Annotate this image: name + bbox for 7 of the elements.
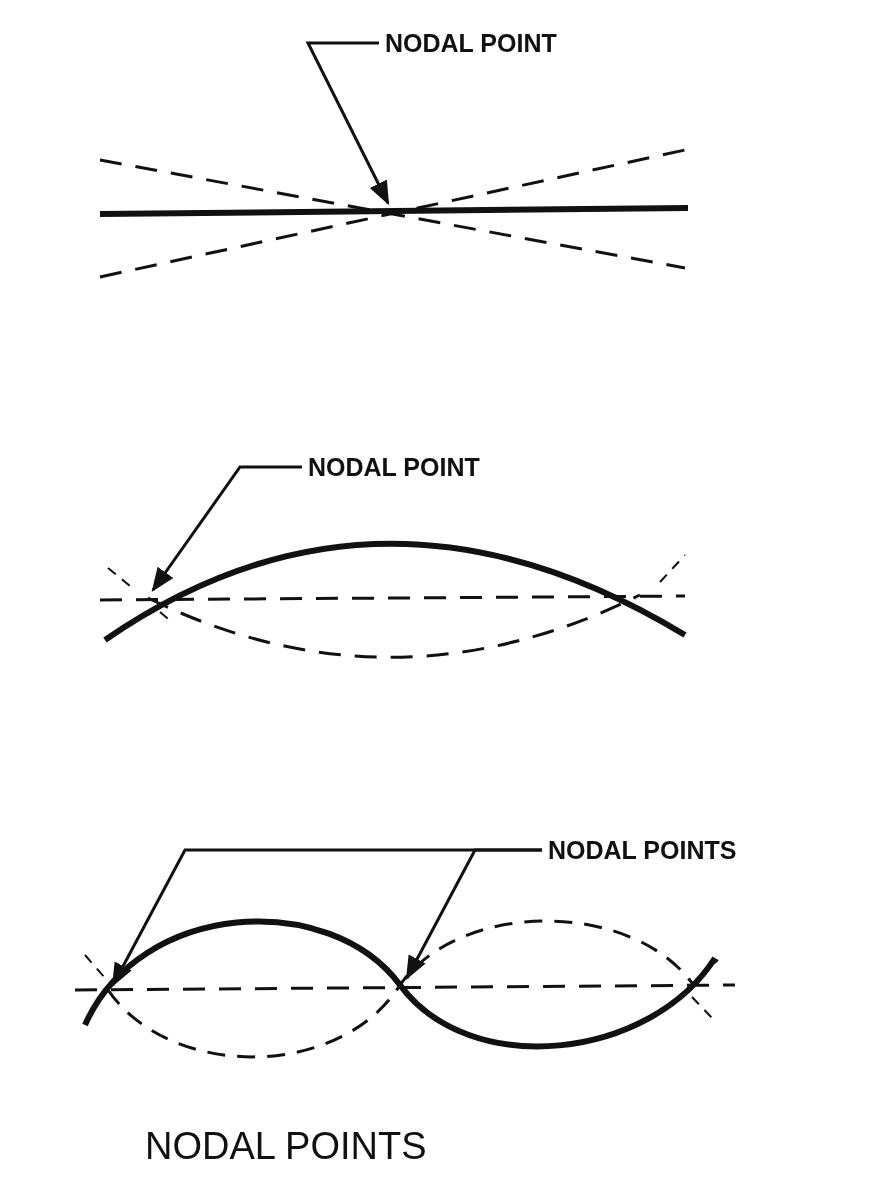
- callout-label: NODAL POINT: [308, 452, 480, 482]
- leader-line: [405, 848, 542, 981]
- callout-label: NODAL POINT: [385, 28, 557, 58]
- leader-line: [305, 41, 390, 206]
- callout-label: NODAL POINTS: [548, 835, 737, 865]
- leader-line: [151, 465, 302, 592]
- caption: NODAL POINTS: [145, 1125, 427, 1168]
